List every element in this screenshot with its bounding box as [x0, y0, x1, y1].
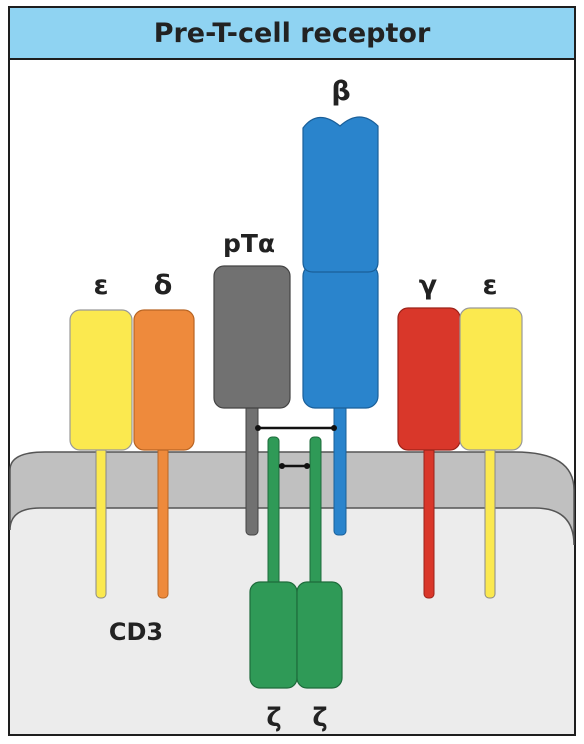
beta-upper-domain [302, 116, 379, 273]
label-zeta-right: ζ [312, 703, 327, 733]
pt-alpha-domain [213, 265, 291, 409]
bond-end-right [331, 425, 337, 431]
beta-stalk [333, 399, 347, 536]
cd3-delta-domain [133, 309, 195, 451]
cd3-epsilon-right-domain [459, 307, 523, 451]
zeta-bond-end-left [279, 463, 285, 469]
label-cd3-epsilon-right: ε [482, 270, 497, 301]
pt-alpha-stalk [245, 399, 259, 536]
cd3-delta-stalk [157, 439, 169, 599]
label-beta: β [331, 76, 350, 107]
cd3-gamma-stalk [423, 439, 435, 599]
label-cd3: CD3 [109, 618, 163, 646]
zeta-left-domain [249, 581, 298, 689]
label-cd3-delta: δ [154, 270, 173, 301]
cd3-epsilon-left-domain [69, 309, 133, 451]
diagram-title: Pre-T-cell receptor [153, 17, 431, 49]
bond-end-left [255, 425, 261, 431]
label-cd3-gamma: γ [419, 270, 437, 301]
cd3-epsilon-right-stalk [484, 439, 496, 599]
label-cd3-epsilon-left: ε [93, 270, 108, 301]
cd3-epsilon-left-stalk [95, 439, 107, 599]
label-pt-alpha: pTα [223, 229, 275, 258]
zeta-left-stalk [267, 436, 280, 588]
zeta-bond-end-right [304, 463, 310, 469]
title-bar: Pre-T-cell receptor [10, 8, 574, 60]
zeta-right-domain [296, 581, 343, 689]
cd3-gamma-domain [397, 307, 461, 451]
beta-lower-domain [302, 263, 379, 409]
zeta-right-stalk [309, 436, 322, 588]
label-zeta-left: ζ [266, 703, 281, 733]
